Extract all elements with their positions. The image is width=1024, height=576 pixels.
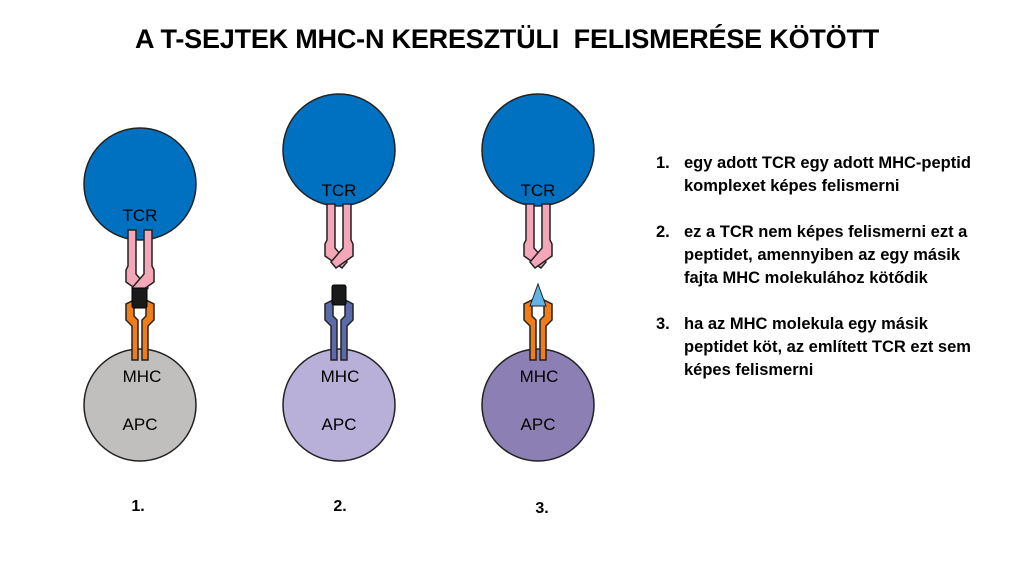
tcr-receptor-2 — [324, 203, 354, 269]
panel-1: TCR MHC APC 1. — [83, 127, 197, 515]
peptide-2 — [331, 284, 347, 306]
apc-label-1: APC — [123, 415, 158, 434]
tcell-2 — [282, 93, 396, 207]
tcr-receptor-3 — [523, 203, 553, 269]
apc-label-3: APC — [521, 415, 556, 434]
mhc-label-1: MHC — [123, 367, 162, 386]
tcr-label-2: TCR — [322, 181, 357, 200]
tcr-label-1: TCR — [123, 206, 158, 225]
explanation-number-3: 3. — [656, 315, 670, 333]
tcr-label-3: TCR — [521, 181, 556, 200]
explanation-list: 1. egy adott TCR egy adott MHC-peptid ko… — [656, 152, 986, 405]
figure-number-1: 1. — [131, 498, 144, 515]
figure-number-3: 3. — [535, 500, 548, 517]
peptide-3 — [529, 282, 547, 307]
apc-cell-1 — [83, 348, 197, 462]
explanation-number-2: 2. — [656, 223, 670, 241]
explanation-text-3: ha az MHC molekula egy másik peptidet kö… — [684, 315, 971, 379]
explanation-number-1: 1. — [656, 154, 670, 172]
apc-cell-3 — [481, 348, 595, 462]
tcell-1 — [83, 127, 197, 241]
explanation-item-2: 2. ez a TCR nem képes felismerni ezt a p… — [656, 221, 986, 290]
mhc-label-2: MHC — [321, 367, 360, 386]
apc-label-2: APC — [322, 415, 357, 434]
apc-cell-2 — [282, 348, 396, 462]
explanation-text-2: ez a TCR nem képes felismerni ezt a pept… — [684, 223, 968, 287]
panel-3: TCR MHC APC 3. — [481, 93, 595, 517]
tcell-3 — [481, 93, 595, 207]
figure-number-2: 2. — [333, 498, 346, 515]
mhc-label-3: MHC — [520, 367, 559, 386]
explanation-item-3: 3. ha az MHC molekula egy másik peptidet… — [656, 313, 986, 382]
explanation-item-1: 1. egy adott TCR egy adott MHC-peptid ko… — [656, 152, 986, 198]
peptide-1 — [131, 287, 148, 309]
explanation-text-1: egy adott TCR egy adott MHC-peptid kompl… — [684, 154, 971, 195]
page-title: A T-SEJTEK MHC-N KERESZTÜLI FELISMERÉSE … — [134, 24, 880, 54]
panel-2: TCR MHC APC 2. — [282, 93, 396, 515]
